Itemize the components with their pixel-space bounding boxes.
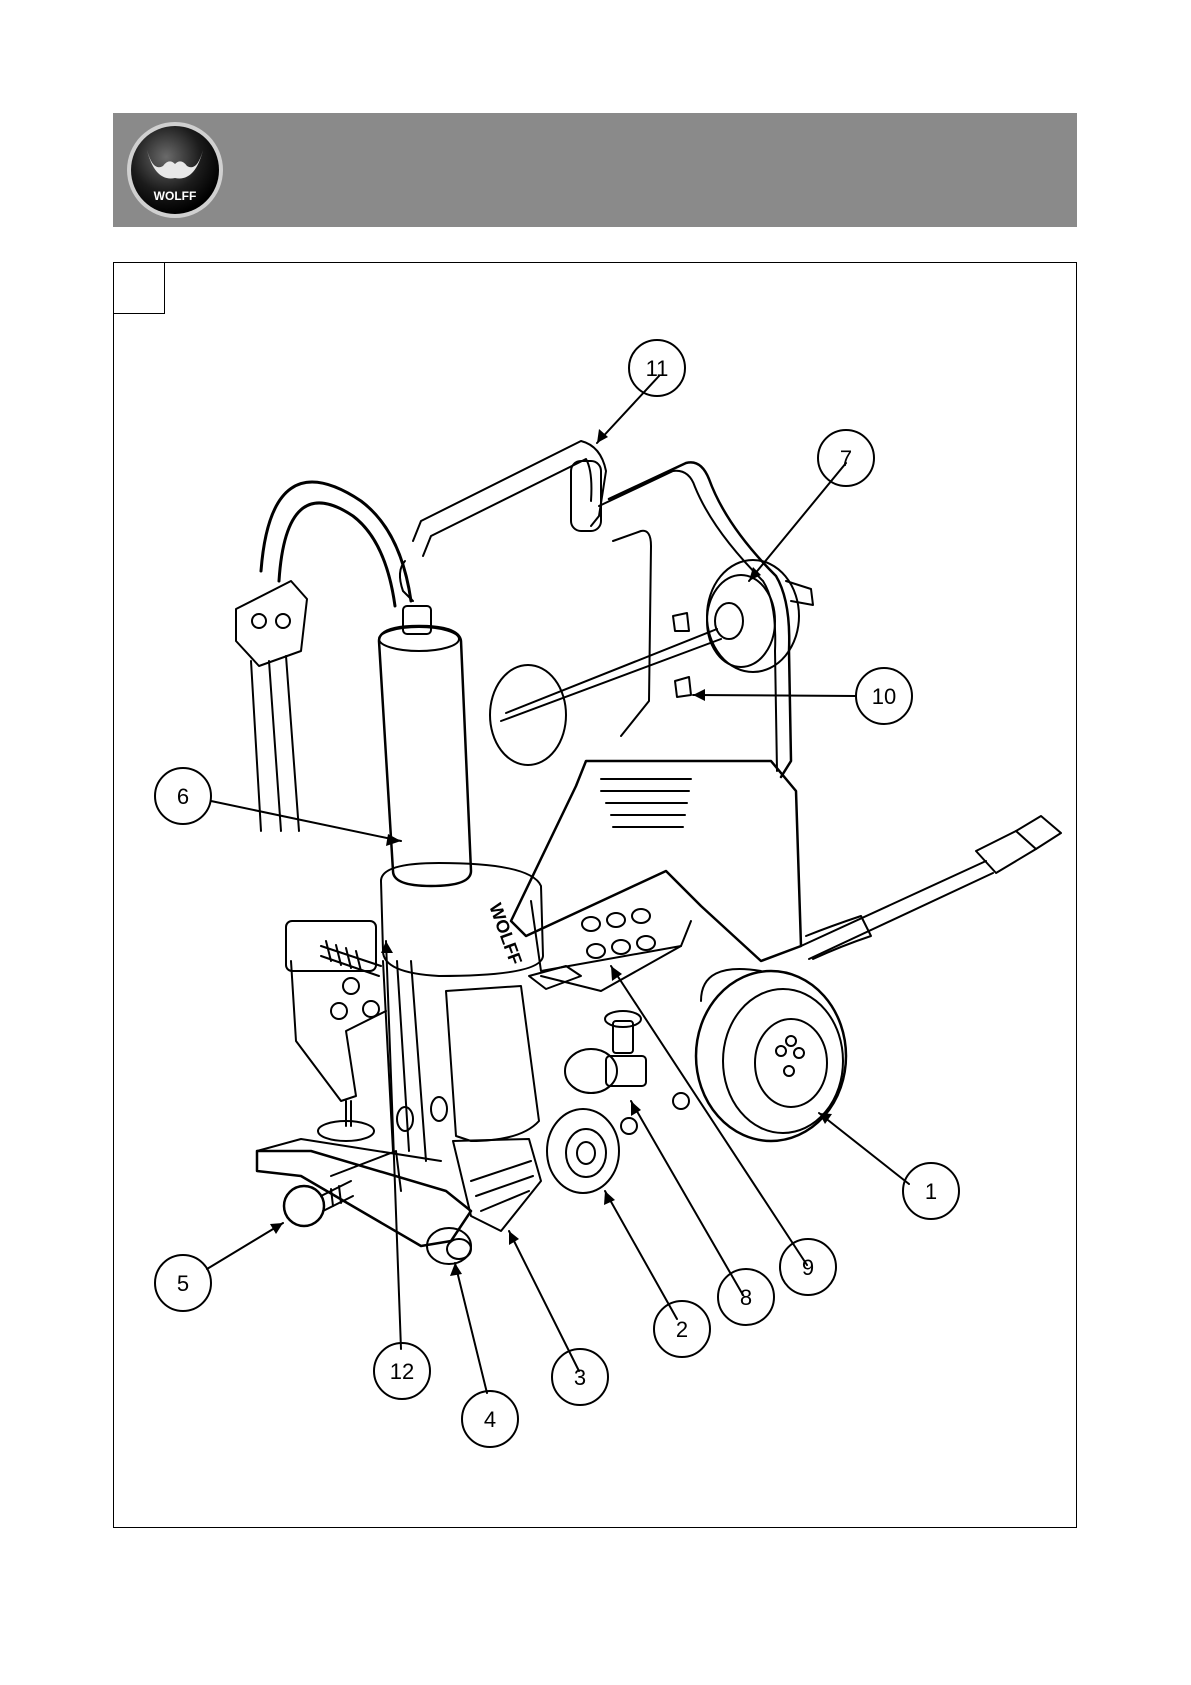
machine-drawing: WOLFF <box>236 441 1061 1264</box>
callout-12: 12 <box>374 1343 430 1399</box>
callout-3: 3 <box>552 1349 608 1405</box>
leader-lines <box>207 376 909 1393</box>
callout-5: 5 <box>155 1255 211 1311</box>
header-band: WOLFF <box>113 113 1077 227</box>
leader-arrowheads <box>270 429 832 1276</box>
svg-text:1: 1 <box>925 1179 937 1204</box>
svg-text:WOLFF: WOLFF <box>154 189 197 203</box>
callout-10: 10 <box>856 668 912 724</box>
svg-text:8: 8 <box>740 1285 752 1310</box>
callout-11: 11 <box>629 340 685 396</box>
wolff-logo: WOLFF <box>125 120 225 220</box>
svg-text:10: 10 <box>872 684 896 709</box>
callout-2: 2 <box>654 1301 710 1357</box>
svg-text:4: 4 <box>484 1407 496 1432</box>
svg-text:6: 6 <box>177 784 189 809</box>
svg-text:WOLFF: WOLFF <box>485 901 526 968</box>
callout-1: 1 <box>903 1163 959 1219</box>
svg-text:5: 5 <box>177 1271 189 1296</box>
figure-frame: WOLFF <box>113 262 1077 1528</box>
svg-text:3: 3 <box>574 1365 586 1390</box>
callout-9: 9 <box>780 1239 836 1295</box>
callout-8: 8 <box>718 1269 774 1325</box>
callout-4: 4 <box>462 1391 518 1447</box>
svg-text:2: 2 <box>676 1317 688 1342</box>
svg-text:12: 12 <box>390 1359 414 1384</box>
svg-text:9: 9 <box>802 1255 814 1280</box>
welder-diagram: WOLFF <box>114 263 1076 1527</box>
callout-6: 6 <box>155 768 211 824</box>
svg-text:11: 11 <box>646 356 669 381</box>
svg-text:7: 7 <box>840 446 852 471</box>
callout-7: 7 <box>818 430 874 486</box>
